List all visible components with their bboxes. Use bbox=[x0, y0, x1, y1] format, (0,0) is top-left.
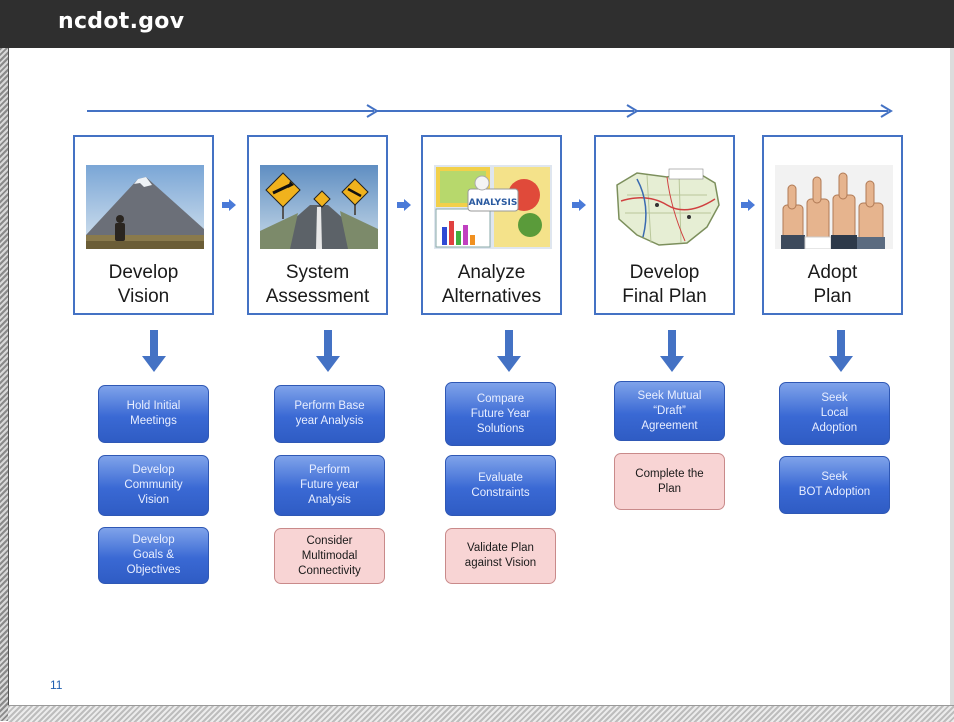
road-signs-icon bbox=[260, 165, 378, 249]
task-box: Consider Multimodal Connectivity bbox=[274, 528, 385, 584]
task-box: Seek Local Adoption bbox=[779, 382, 890, 445]
stage-develop-vision: Develop Vision bbox=[73, 135, 214, 315]
task-box: Evaluate Constraints bbox=[445, 455, 556, 516]
page-number: 11 bbox=[50, 678, 63, 692]
task-box: Develop Community Vision bbox=[98, 455, 209, 516]
thumbs-up-icon bbox=[775, 165, 893, 249]
down-arrow-icon bbox=[829, 330, 853, 372]
task-box: Seek Mutual “Draft” Agreement bbox=[614, 381, 725, 441]
analysis-screens-icon: ANALYSIS bbox=[434, 165, 552, 249]
right-shadow bbox=[950, 48, 954, 708]
svg-text:ANALYSIS: ANALYSIS bbox=[469, 198, 518, 208]
brand-logo-text[interactable]: ncdot.gov bbox=[58, 9, 185, 34]
chevron-right-icon bbox=[397, 199, 411, 211]
stage-analyze-alternatives: ANALYSIS Analyze Alternatives bbox=[421, 135, 562, 315]
task-box: Seek BOT Adoption bbox=[779, 456, 890, 514]
down-arrow-icon bbox=[142, 330, 166, 372]
down-arrow-icon bbox=[660, 330, 684, 372]
task-box: Complete the Plan bbox=[614, 453, 725, 510]
task-box: Perform Base year Analysis bbox=[274, 385, 385, 443]
stage-title: Analyze Alternatives bbox=[441, 262, 542, 307]
down-arrow-icon bbox=[497, 330, 521, 372]
stage-title: Develop Final Plan bbox=[622, 262, 707, 307]
chevron-right-icon bbox=[741, 199, 755, 211]
stage-adopt-plan: Adopt Plan bbox=[762, 135, 903, 315]
timeline-arrows bbox=[87, 104, 893, 118]
down-arrow-icon bbox=[316, 330, 340, 372]
stage-develop-final-plan: Develop Final Plan bbox=[594, 135, 735, 315]
stage-title: Adopt Plan bbox=[807, 262, 858, 307]
task-box: Develop Goals & Objectives bbox=[98, 527, 209, 584]
task-box: Hold Initial Meetings bbox=[98, 385, 209, 443]
stage-title: Develop Vision bbox=[108, 262, 179, 307]
chevron-right-icon bbox=[572, 199, 586, 211]
plan-map-icon bbox=[607, 165, 725, 249]
stage-title: System Assessment bbox=[265, 262, 370, 307]
header-bar: ncdot.gov bbox=[0, 0, 954, 48]
task-box: Compare Future Year Solutions bbox=[445, 382, 556, 446]
mountain-hiker-icon bbox=[86, 165, 204, 249]
left-border bbox=[0, 48, 9, 721]
bottom-border bbox=[8, 705, 954, 722]
chevron-right-icon bbox=[222, 199, 236, 211]
stage-system-assessment: System Assessment bbox=[247, 135, 388, 315]
task-box: Validate Plan against Vision bbox=[445, 528, 556, 584]
task-box: Perform Future year Analysis bbox=[274, 455, 385, 516]
